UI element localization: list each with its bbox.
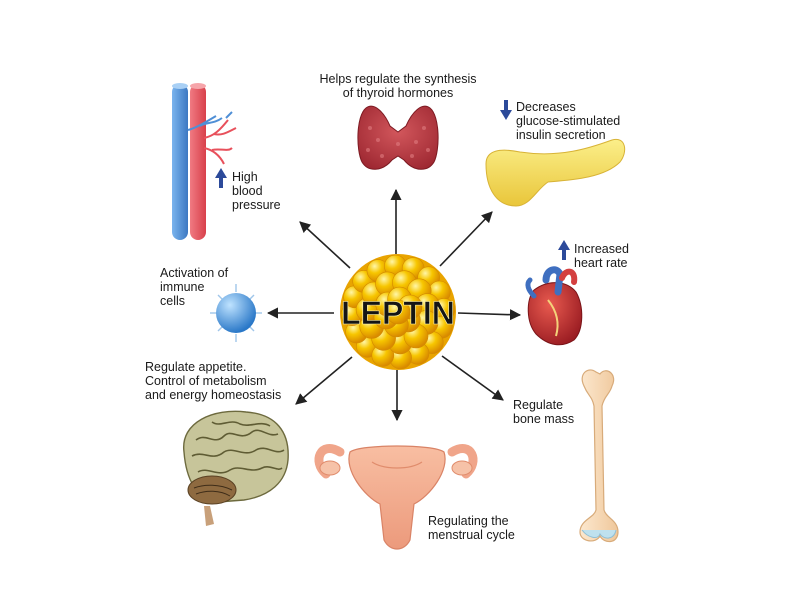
pancreas-icon [485,138,626,207]
bone-icon [579,369,619,543]
brain-icon [183,410,289,526]
arrow-to-blood-vessel [299,221,351,269]
insulin-down-arrow-icon [500,100,512,120]
uterus-icon [314,444,478,550]
blood-vessel-icon [172,83,237,240]
thyroid-icon [357,105,439,170]
arrow-to-heart [457,309,522,321]
connector-arrows [266,188,522,422]
leptin-center-label: LEPTIN [341,295,455,331]
arrow-to-pancreas [439,211,493,267]
immune-cell-icon [210,284,262,342]
heart-icon [525,266,583,346]
heart-rate-up-arrow-icon [558,240,570,260]
blood-pressure-up-arrow-icon [215,168,227,188]
leptin-bump [385,299,411,325]
arrow-to-brain [295,356,353,405]
leptin-molecule-icon [340,254,456,370]
arrow-to-bone [441,355,504,401]
